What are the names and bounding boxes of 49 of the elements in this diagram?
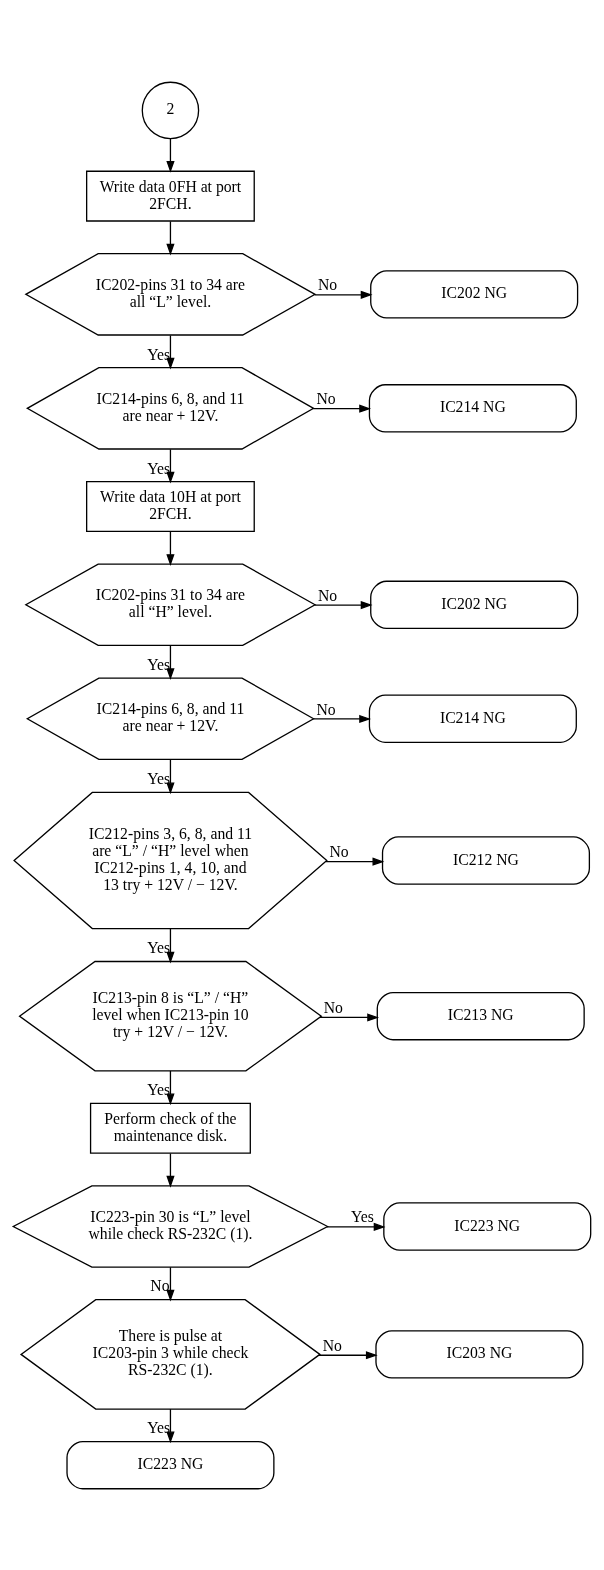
node-box: IC223 NG: [383, 1201, 592, 1251]
edge-label: No: [316, 700, 336, 718]
edge-label: No: [317, 275, 338, 293]
arrow: [166, 644, 175, 680]
arrow: [166, 1069, 175, 1105]
edge-label: No: [317, 586, 338, 604]
node-box: Write data 0FH at port 2FCH.: [86, 170, 255, 222]
arrow: [166, 1266, 175, 1301]
node-box: Perform check of the maintenance disk.: [89, 1102, 251, 1154]
arrow: [326, 1222, 386, 1231]
node-box: IC223 NG: [66, 1440, 275, 1489]
node-box: IC202 NG: [370, 269, 579, 319]
arrow: [312, 404, 371, 413]
arrow: [166, 1408, 175, 1443]
edge-label: No: [316, 389, 336, 407]
node-box: IC212 NG: [381, 835, 591, 885]
edge-label: Yes: [147, 938, 171, 956]
arrow: [166, 220, 175, 255]
node-box: IC214 NG: [368, 383, 577, 433]
edge-label: No: [150, 1276, 170, 1294]
edge-label: Yes: [147, 1080, 171, 1098]
edge-label: Yes: [147, 345, 171, 363]
arrow: [166, 448, 175, 484]
arrow: [166, 758, 175, 794]
edge-label: Yes: [351, 1207, 374, 1225]
arrow: [166, 137, 175, 173]
edge-label: No: [323, 998, 343, 1016]
arrow: [166, 334, 175, 370]
edge-label: Yes: [147, 459, 171, 476]
arrow: [314, 290, 373, 299]
arrow: [314, 600, 373, 609]
edge-label: No: [329, 842, 349, 860]
edge-label: Yes: [147, 655, 171, 673]
arrow: [166, 927, 175, 963]
node-box: IC203 NG: [375, 1329, 584, 1379]
arrow: [319, 1012, 380, 1022]
edge-label: Yes: [147, 769, 171, 787]
node-box: Write data 10H at port 2FCH.: [86, 480, 255, 532]
node-box: IC214 NG: [368, 694, 577, 743]
node-box: IC213 NG: [376, 991, 585, 1040]
node-circle: 2: [141, 81, 200, 139]
node-box: IC202 NG: [370, 580, 579, 629]
arrow: [166, 530, 175, 566]
edge-label: No: [322, 1336, 342, 1354]
arrow: [325, 857, 385, 866]
arrow: [312, 714, 371, 723]
edge-label: Yes: [147, 1418, 171, 1436]
arrow: [318, 1350, 378, 1359]
arrow: [166, 1152, 175, 1188]
